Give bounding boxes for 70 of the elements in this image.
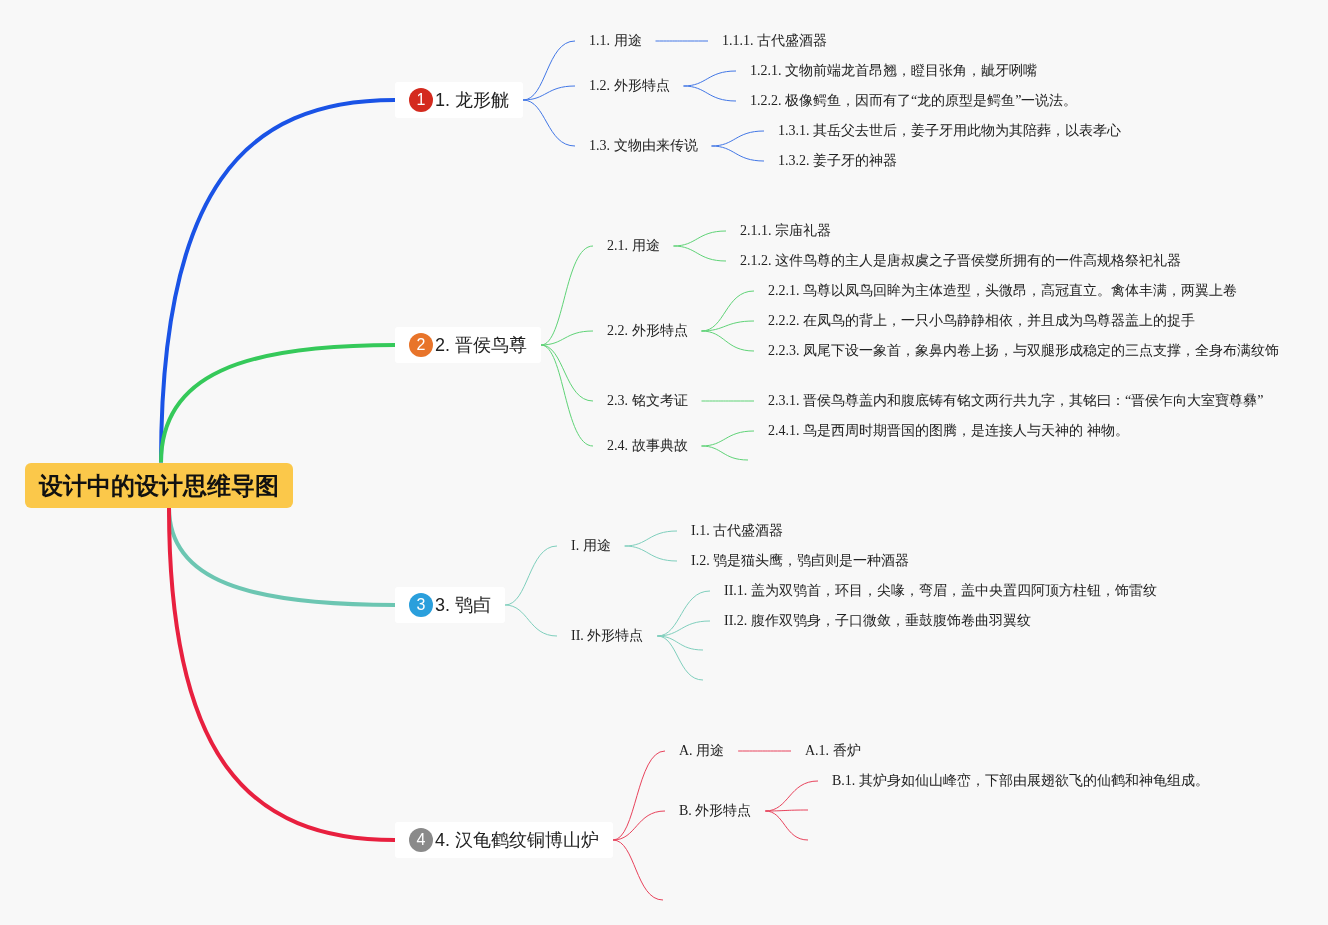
main-topic-card: [395, 327, 541, 363]
number-badge: 4: [409, 828, 433, 852]
connector-line: [683, 85, 737, 102]
connector-line: [701, 330, 755, 352]
connector-line: [764, 809, 809, 812]
subtopic-label: 2.2.2. 在凤鸟的背上，一只小鸟静静相依，并且成为鸟尊器盖上的捉手: [766, 311, 1197, 331]
main-topic-card: [395, 822, 613, 858]
connector-line: [764, 810, 809, 841]
connector-line: [612, 839, 664, 901]
connector-line: [504, 604, 558, 637]
subtopic-label: 2.4. 故事典故: [605, 436, 690, 456]
connector-line: [711, 130, 765, 147]
number-badge: 2: [409, 333, 433, 357]
connector-line: [701, 320, 755, 332]
subtopic-label: 1.2.1. 文物前端龙首昂翘，瞪目张角，龇牙咧嘴: [748, 61, 1039, 81]
subtopic-label: II. 外形特点: [569, 626, 646, 646]
connector-line: [673, 230, 727, 247]
connector-line: [540, 330, 594, 346]
connector-line: [656, 635, 704, 681]
subtopic-label: 2.1.1. 宗庙礼器: [738, 221, 833, 241]
connector-line: [624, 545, 678, 562]
subtopic-label: 2.1. 用途: [605, 236, 662, 256]
subtopic-label: 1.1.1. 古代盛酒器: [720, 31, 829, 51]
connector-line: [701, 400, 755, 402]
connector-line: [711, 145, 765, 162]
subtopic-label: I. 用途: [569, 536, 613, 556]
connector-line: [612, 810, 666, 841]
subtopic-label: 2.2.1. 鸟尊以凤鸟回眸为主体造型，头微昂，高冠直立。禽体丰满，两翼上卷: [766, 281, 1239, 301]
branch-line: [167, 507, 396, 842]
connector-line: [540, 344, 594, 447]
topic-label: 3. 鸮卣: [435, 594, 491, 617]
subtopic-label: II.1. 盖为双鸮首，环目，尖喙，弯眉，盖中央置四阿顶方柱钮，饰雷纹: [722, 581, 1159, 601]
number-badge: 3: [409, 593, 433, 617]
connector-line: [737, 750, 792, 752]
topic-label: 1. 龙形觥: [435, 89, 509, 112]
subtopic-label: II.2. 腹作双鸮身，子口微敛，垂鼓腹饰卷曲羽翼纹: [722, 611, 1033, 631]
connector-line: [701, 445, 749, 461]
topic-label: 2. 晋侯鸟尊: [435, 334, 527, 357]
connector-line: [522, 99, 576, 147]
subtopic-label: 2.3.1. 晋侯鸟尊盖内和腹底铸有铭文两行共九字，其铭曰：“晋侯乍向大室寶尊彝”: [766, 391, 1266, 411]
main-topic-card: [395, 82, 523, 118]
subtopic-label: 1.1. 用途: [587, 31, 644, 51]
subtopic-label: A.1. 香炉: [803, 741, 863, 761]
subtopic-label: 1.2. 外形特点: [587, 76, 672, 96]
subtopic-label: 1.3.1. 其岳父去世后，姜子牙用此物为其陪葬，以表孝心: [776, 121, 1123, 141]
connector-line: [656, 620, 711, 637]
subtopic-label: 2.1.2. 这件鸟尊的主人是唐叔虞之子晋侯燮所拥有的一件高规格祭祀礼器: [738, 251, 1183, 271]
subtopic-label: I.1. 古代盛酒器: [689, 521, 786, 541]
connector-line: [522, 85, 576, 101]
connector-line: [701, 430, 755, 447]
subtopic-label: I.2. 鸮是猫头鹰，鸮卣则是一种酒器: [689, 551, 912, 571]
connector-line: [624, 530, 678, 547]
connector-line: [673, 245, 727, 262]
subtopic-label: 2.4.1. 鸟是西周时期晋国的图腾，是连接人与天神的 神物。: [766, 421, 1131, 441]
subtopic-label: B. 外形特点: [677, 801, 754, 821]
subtopic-label: 2.2.3. 凤尾下设一象首，象鼻内卷上扬，与双腿形成稳定的三点支撑，全身布满纹饰: [766, 341, 1290, 361]
main-topic-card: [395, 587, 505, 623]
subtopic-label: 1.2.2. 极像鳄鱼，因而有了“龙的原型是鳄鱼”一说法。: [748, 91, 1080, 111]
subtopic-label: 1.3. 文物由来传说: [587, 136, 700, 156]
subtopic-label: 2.3. 铭文考证: [605, 391, 690, 411]
connector-line: [683, 70, 737, 87]
subtopic-label: A. 用途: [677, 741, 727, 761]
branch-line: [159, 343, 396, 463]
number-badge: 1: [409, 88, 433, 112]
topic-label: 4. 汉龟鹤纹铜博山炉: [435, 829, 599, 852]
subtopic-label: B.1. 其炉身如仙山峰峦，下部由展翅欲飞的仙鹤和神龟组成。: [830, 771, 1211, 791]
subtopic-label: 1.3.2. 姜子牙的神器: [776, 151, 899, 171]
central-topic: 设计中的设计思维导图: [25, 462, 293, 508]
subtopic-label: 2.2. 外形特点: [605, 321, 690, 341]
connector-line: [655, 40, 709, 42]
